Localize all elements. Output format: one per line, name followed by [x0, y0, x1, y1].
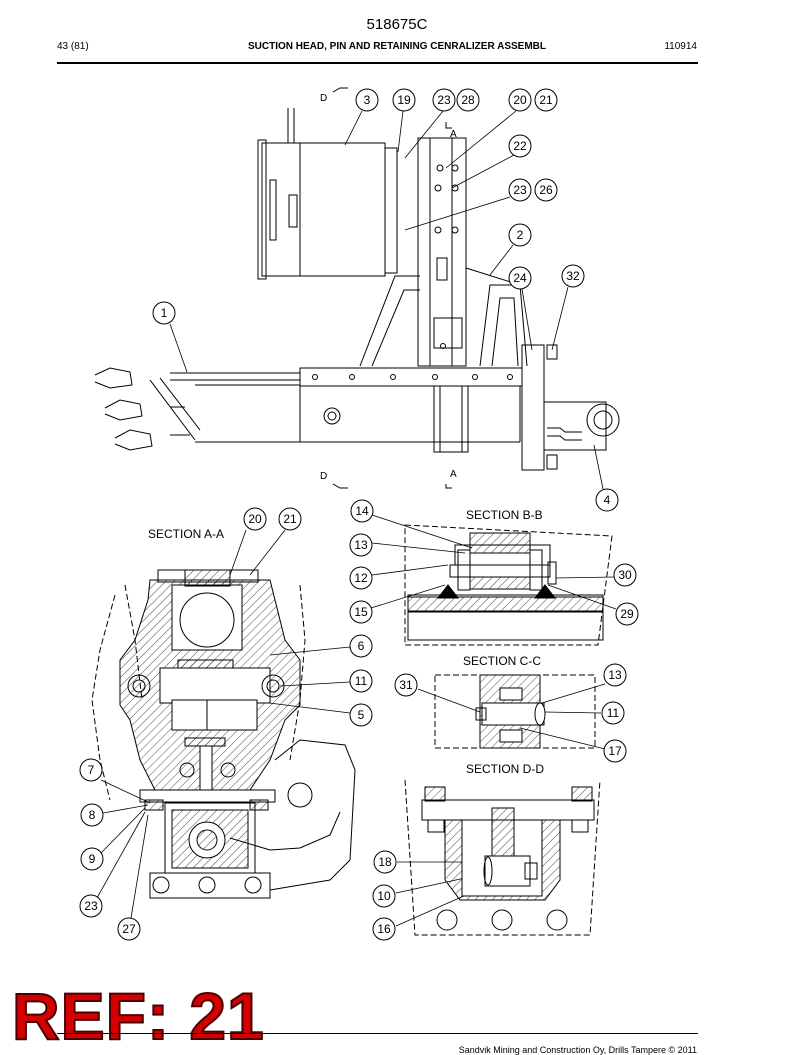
- callout-21-aa-label: 21: [283, 512, 297, 526]
- callout-24: [508, 266, 532, 290]
- footer-divider: [57, 1033, 698, 1034]
- callout-16-label: 16: [377, 922, 391, 936]
- callout-10: [372, 884, 396, 908]
- callout-22: [508, 134, 532, 158]
- callout-28: [456, 88, 480, 112]
- callout-10-label: 10: [377, 889, 391, 903]
- callout-9: [80, 847, 104, 871]
- callout-24-label: 24: [513, 271, 527, 285]
- section-d-d-title: SECTION D-D: [466, 762, 544, 776]
- document-date: 110914: [664, 41, 697, 52]
- callout-13-cc: [603, 663, 627, 687]
- callout-23-mid: [508, 178, 532, 202]
- callout-8-label: 8: [89, 808, 96, 822]
- callout-19: [392, 88, 416, 112]
- callout-32-label: 32: [566, 269, 580, 283]
- callout-4-label: 4: [604, 493, 611, 507]
- callout-12-label: 12: [354, 571, 368, 585]
- callout-13-bb: [349, 533, 373, 557]
- section-a-a-title: SECTION A-A: [148, 527, 224, 541]
- section-b-b-title: SECTION B-B: [466, 508, 543, 522]
- callout-2: [508, 223, 532, 247]
- callout-13-bb-label: 13: [354, 538, 368, 552]
- callout-21-aa: [278, 507, 302, 531]
- callout-7-label: 7: [88, 763, 95, 777]
- copyright-text: Sandvik Mining and Construction Oy, Dril…: [458, 1045, 697, 1055]
- callout-21-top-label: 21: [539, 93, 553, 107]
- callout-32: [561, 264, 585, 288]
- callout-31-label: 31: [399, 678, 413, 692]
- main-assembly-view: [94, 108, 620, 471]
- callout-23-top-label: 23: [437, 93, 451, 107]
- callout-28-label: 28: [461, 93, 475, 107]
- callout-27-label: 27: [122, 922, 136, 936]
- section-a-a-drawing: [91, 569, 356, 899]
- callout-9-label: 9: [89, 852, 96, 866]
- callout-11-cc: [601, 701, 625, 725]
- callout-20-top-label: 20: [513, 93, 527, 107]
- callout-20-aa: [243, 507, 267, 531]
- header-divider: [57, 62, 698, 64]
- callout-1: [152, 301, 176, 325]
- callout-5-label: 5: [358, 708, 365, 722]
- section-c-c-title: SECTION C-C: [463, 654, 541, 668]
- callout-6: [349, 634, 373, 658]
- callout-31: [394, 673, 418, 697]
- callout-26: [534, 178, 558, 202]
- callout-27: [117, 917, 141, 941]
- callout-22-label: 22: [513, 139, 527, 153]
- callout-29-label: 29: [620, 607, 634, 621]
- page-title: SUCTION HEAD, PIN AND RETAINING CENRALIZ…: [248, 41, 546, 52]
- callout-21-top: [534, 88, 558, 112]
- view-marker-a-bottom: A: [450, 469, 457, 480]
- callout-15-label: 15: [354, 605, 368, 619]
- callout-11-aa-label: 11: [355, 674, 368, 688]
- callout-29: [615, 602, 639, 626]
- page-number: 43 (81): [57, 41, 89, 52]
- callout-16: [372, 917, 396, 941]
- ref-banner: REF: 21: [11, 979, 265, 1053]
- callout-18: [373, 850, 397, 874]
- section-c-c-drawing: [434, 674, 596, 749]
- callout-30: [613, 563, 637, 587]
- callout-19-label: 19: [397, 93, 411, 107]
- document-number: 518675C: [366, 16, 428, 33]
- callout-23-mid-label: 23: [513, 183, 527, 197]
- callout-11-aa: [349, 669, 373, 693]
- callout-6-label: 6: [358, 639, 365, 653]
- callout-14-label: 14: [355, 504, 369, 518]
- callout-1-label: 1: [161, 306, 168, 320]
- callout-8: [80, 803, 104, 827]
- callout-15: [349, 600, 373, 624]
- callout-3: [355, 88, 379, 112]
- callout-5: [349, 703, 373, 727]
- callout-23-aa-label: 23: [84, 899, 98, 913]
- callout-11-cc-label: 11: [607, 706, 620, 720]
- callout-3-label: 3: [364, 93, 371, 107]
- callout-12: [349, 566, 373, 590]
- callout-14: [350, 499, 374, 523]
- callout-13-cc-label: 13: [608, 668, 622, 682]
- callout-7: [79, 758, 103, 782]
- callout-20-top: [508, 88, 532, 112]
- callout-20-aa-label: 20: [248, 512, 262, 526]
- callout-17-label: 17: [608, 744, 622, 758]
- callout-23-top: [432, 88, 456, 112]
- callout-18-label: 18: [378, 855, 392, 869]
- callout-17: [603, 739, 627, 763]
- view-marker-a-top: A: [450, 129, 457, 140]
- view-marker-d-bottom: D: [320, 471, 327, 482]
- section-d-d-drawing: [404, 779, 601, 936]
- view-marker-d-top: D: [320, 93, 327, 104]
- callout-30-label: 30: [618, 568, 632, 582]
- callout-26-label: 26: [539, 183, 553, 197]
- view-markers: [332, 87, 452, 489]
- callout-4: [595, 488, 619, 512]
- callout-2-label: 2: [517, 228, 524, 242]
- callout-23-aa: [79, 894, 103, 918]
- section-b-b-drawing: [404, 524, 613, 646]
